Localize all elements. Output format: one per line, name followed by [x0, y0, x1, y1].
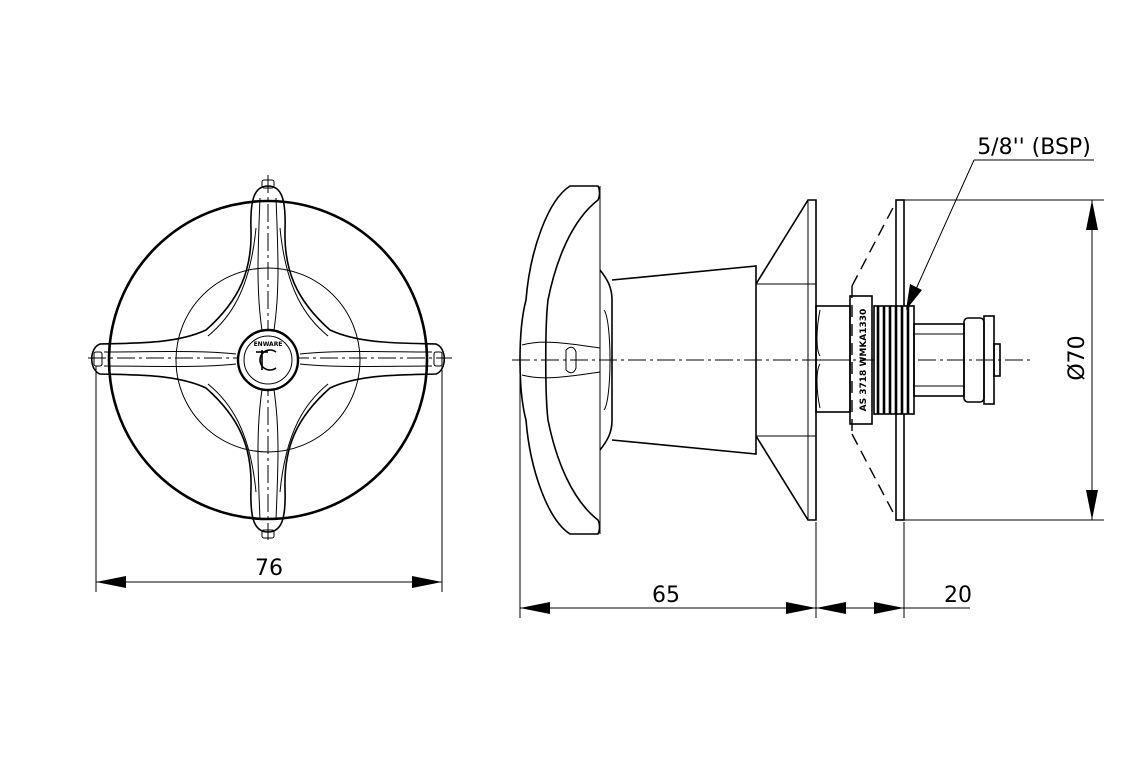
handle-ridge-left: [103, 351, 237, 367]
backplate-circle: [107, 199, 429, 521]
hex-nut-facets: [816, 309, 821, 409]
handle-nose: [521, 341, 601, 379]
dimension-20: 20: [944, 583, 972, 608]
side-view: AS 3718 WMKA1330 5/8'' (BSP) Ø70: [512, 135, 1104, 618]
arrow-dia-bottom: [1086, 490, 1098, 520]
arrow-65-right: [786, 602, 816, 614]
handle-neck-detail: [603, 309, 611, 411]
bonnet-circle: [175, 267, 361, 453]
arm-tip-top: [261, 179, 275, 189]
arrow-20-left: [816, 602, 846, 614]
tapered-bonnet: [611, 265, 757, 455]
hex-nut: [815, 305, 851, 413]
arrow-65-left: [520, 602, 550, 614]
front-view: ENWARE 76: [88, 175, 452, 592]
handle-ridge-bottom: [257, 389, 279, 521]
arrow-left: [96, 576, 126, 588]
hidden-cone-top: [851, 201, 897, 287]
hidden-cone-bottom: [851, 433, 897, 519]
wing-line: [207, 227, 257, 337]
thread-leader-arrow: [906, 284, 922, 310]
hot-cold-logo-icon: [256, 349, 277, 371]
thread-spec-label: 5/8'' (BSP): [977, 135, 1091, 160]
standard-marking: AS 3718 WMKA1330: [859, 309, 869, 412]
handle-nose-cap: [565, 346, 577, 374]
handle-neck: [599, 269, 613, 451]
wing-line: [279, 227, 329, 337]
wing-line: [279, 383, 329, 493]
handle-ridge-right: [299, 351, 433, 367]
arrow-20-right: [874, 602, 904, 614]
arrow-dia-top: [1086, 200, 1098, 230]
wing-line: [207, 383, 257, 493]
thread-leader-line: [911, 159, 975, 299]
cross-handle: [90, 185, 446, 533]
dimension-65: 65: [652, 583, 680, 608]
thread: [873, 305, 915, 415]
arm-tip-bottom: [261, 529, 275, 539]
arm-tip-right: [433, 351, 443, 367]
arrow-right: [412, 576, 442, 588]
dimension-76: 76: [255, 556, 283, 581]
arm-tip-left: [93, 351, 103, 367]
dimension-diameter-70: Ø70: [1065, 335, 1090, 380]
brand-mark: ENWARE: [254, 341, 283, 348]
center-cap-inner: [243, 335, 293, 385]
spindle-tip: [993, 343, 1001, 377]
handle-ridge-top: [257, 197, 279, 331]
handle-profile: [519, 185, 601, 535]
stamped-body: [849, 295, 873, 425]
center-cap: [236, 328, 300, 392]
